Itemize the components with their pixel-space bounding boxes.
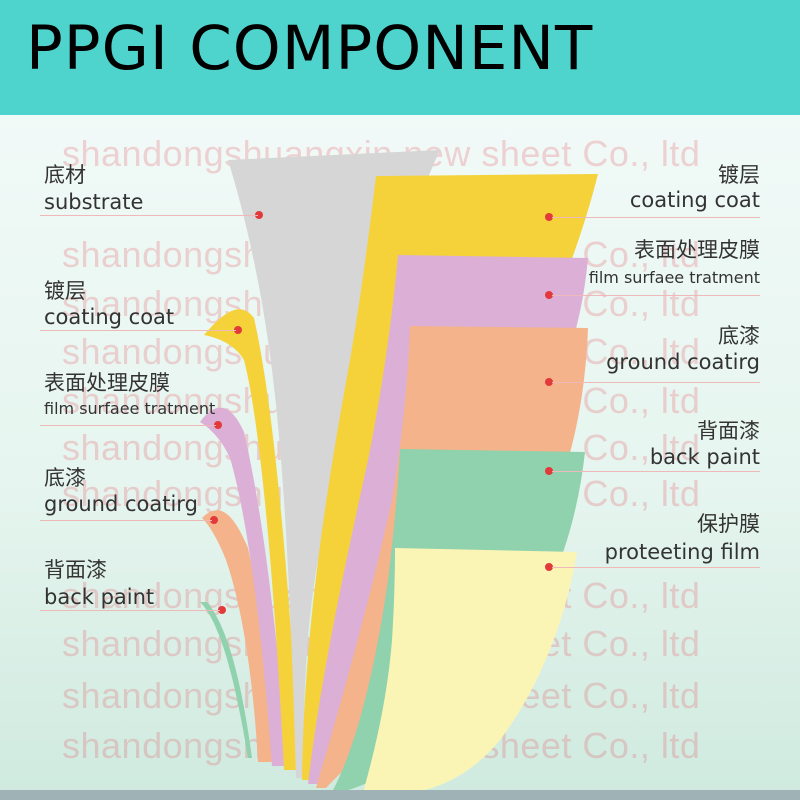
- label-film-right-cn: 表面处理皮膜: [634, 238, 760, 262]
- label-film-cn: 表面处理皮膜: [44, 371, 170, 395]
- label-line: [40, 425, 216, 426]
- label-coating-en: coating coat: [44, 305, 175, 329]
- label-protecting-right-cn: 保护膜: [697, 512, 760, 536]
- label-line: [40, 330, 236, 331]
- label-back-cn: 背面漆: [44, 558, 107, 582]
- marker-back-right: [545, 467, 553, 475]
- label-back-right-en: back paint: [649, 445, 760, 469]
- marker-coating-right: [545, 213, 553, 221]
- marker-film-left: [214, 421, 222, 429]
- bottom-strip: [0, 790, 800, 800]
- ground-coating-layer-left: [202, 510, 276, 762]
- label-line: [40, 215, 258, 216]
- coating-layer-left: [204, 309, 300, 770]
- marker-ground-left: [210, 516, 218, 524]
- title-bar: PPGI COMPONENT: [0, 0, 800, 115]
- label-line: [40, 610, 220, 611]
- label-line: [552, 295, 760, 296]
- label-line: [552, 217, 760, 218]
- marker-back-left: [218, 606, 226, 614]
- label-back-right-cn: 背面漆: [697, 419, 760, 443]
- label-line: [552, 567, 760, 568]
- label-line: [552, 471, 760, 472]
- label-film-right-en: film surfaee tratment: [588, 268, 760, 287]
- label-coating-right-cn: 镀层: [718, 163, 760, 187]
- label-film-en: film surfaee tratment: [44, 399, 216, 418]
- page-title: PPGI COMPONENT: [26, 13, 594, 84]
- marker-substrate: [255, 211, 263, 219]
- film-layer-left: [200, 407, 288, 766]
- label-protecting-right-en: proteeting film: [604, 540, 760, 564]
- label-ground-cn: 底漆: [44, 466, 86, 490]
- label-ground-en: ground coatirg: [44, 492, 198, 516]
- label-substrate-en: substrate: [44, 190, 144, 214]
- label-ground-right-cn: 底漆: [718, 324, 760, 348]
- marker-ground-right: [545, 378, 553, 386]
- label-back-en: back paint: [44, 585, 155, 609]
- label-coating-right-en: coating coat: [629, 188, 760, 212]
- label-coating-cn: 镀层: [44, 279, 86, 303]
- protecting-film-layer: [362, 548, 577, 796]
- label-line: [552, 382, 760, 383]
- back-paint-layer: [200, 602, 252, 758]
- label-line: [40, 520, 212, 521]
- marker-protecting-right: [545, 563, 553, 571]
- label-substrate-cn: 底材: [44, 163, 86, 187]
- marker-coating-left: [234, 326, 242, 334]
- marker-film-right: [545, 291, 553, 299]
- label-ground-right-en: ground coatirg: [606, 350, 760, 374]
